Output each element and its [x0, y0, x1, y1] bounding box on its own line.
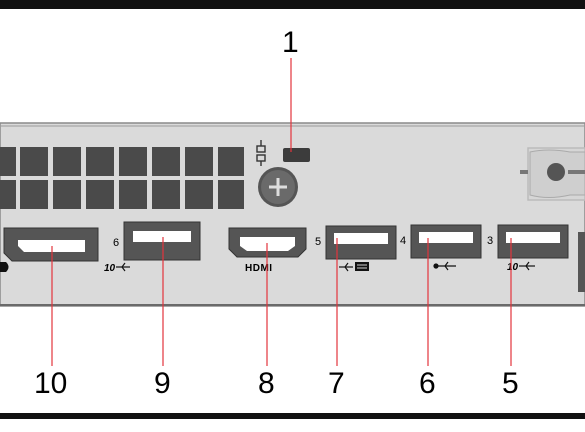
usb-speed-label-left: 10: [104, 263, 116, 274]
hdmi-label: HDMI: [245, 263, 273, 274]
usb-port-4: [410, 224, 482, 259]
usb-icon: [433, 261, 456, 271]
displayport-port: [3, 227, 99, 262]
security-lock-slot: [283, 148, 310, 162]
vent-grid: [0, 147, 244, 209]
top-border: [0, 0, 585, 9]
usb-keyboard-icon: [339, 262, 369, 272]
leader-lines: [51, 58, 512, 366]
usb-superspeed-icon: 10: [104, 262, 130, 274]
callout-5: 5: [502, 367, 519, 400]
port-number-3: 3: [487, 235, 493, 247]
hdmi-icon: HDMI: [245, 263, 273, 274]
usb-port-6: [123, 221, 201, 261]
usb-superspeed-icon: 10: [507, 261, 535, 273]
edge-port-partial: [578, 232, 585, 292]
kensington-slot-icon: [520, 147, 585, 201]
callout-7: 7: [328, 367, 345, 400]
cable-lock-icon: [256, 140, 266, 166]
callout-1: 1: [282, 26, 299, 59]
callout-9: 9: [154, 367, 171, 400]
port-number-5: 5: [315, 236, 321, 248]
usb-port-3: [497, 224, 569, 259]
displayport-icon: [0, 262, 9, 272]
usb-port-5: [325, 225, 397, 260]
screw-icon: [258, 167, 298, 207]
port-number-4: 4: [400, 235, 406, 247]
usb-speed-label-right: 10: [507, 262, 519, 273]
port-number-6: 6: [113, 237, 119, 249]
callout-10: 10: [34, 367, 67, 400]
callout-6: 6: [419, 367, 436, 400]
callout-8: 8: [258, 367, 275, 400]
bottom-border: [0, 413, 585, 419]
